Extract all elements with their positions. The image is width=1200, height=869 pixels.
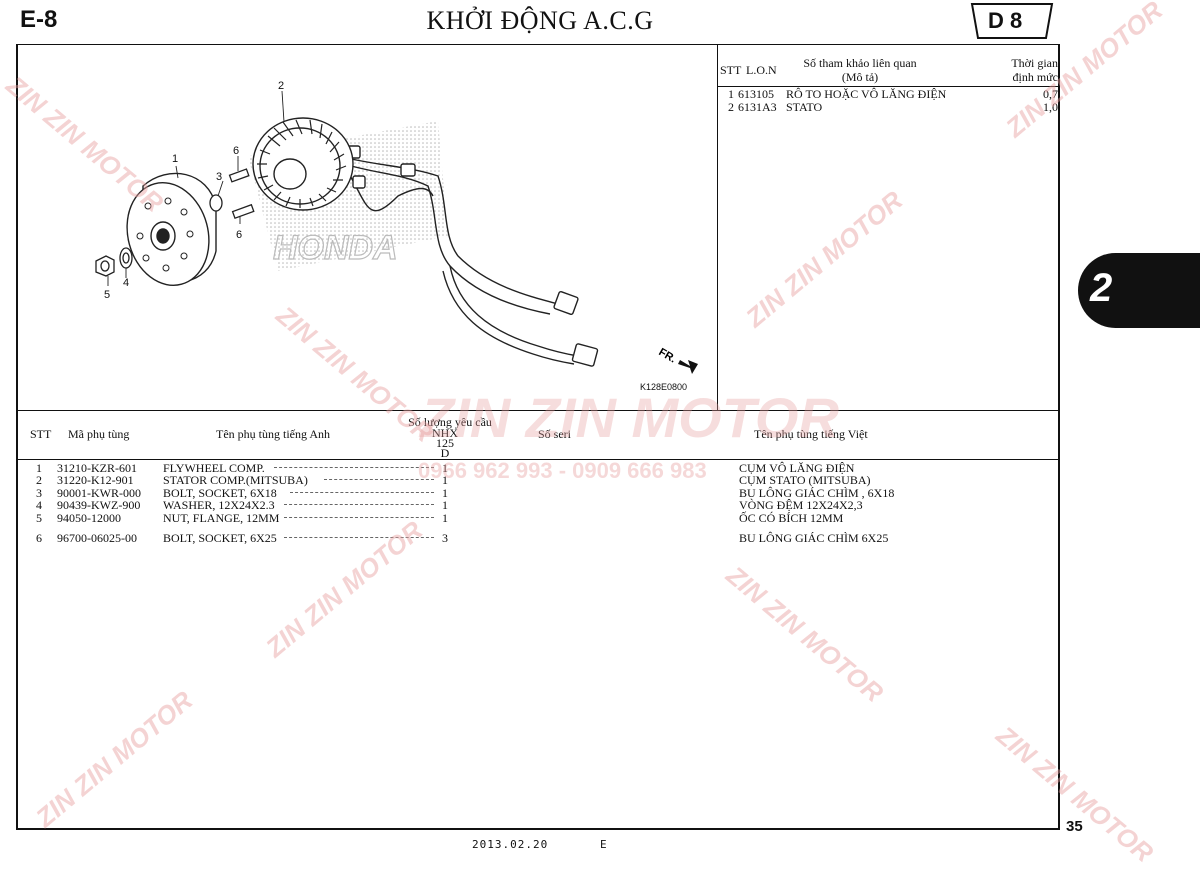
part-row-name-vi: VÒNG ĐỆM 12X24X2,3 <box>739 498 863 512</box>
part-row-number: 31210-KZR-601 <box>57 461 137 475</box>
part-row-number: 31220-K12-901 <box>57 473 134 487</box>
parts-header-qty-size: 125 <box>436 436 454 450</box>
part-row-qty: 1 <box>442 486 448 500</box>
leader-dash <box>284 537 434 538</box>
callout-number: 6 <box>236 229 242 241</box>
flywheel-icon <box>126 172 217 286</box>
parts-header-stt: STT <box>30 427 52 441</box>
part-row-number: 90001-KWR-000 <box>57 486 141 500</box>
part-row-number: 94050-12000 <box>57 511 121 525</box>
chapter-tab[interactable] <box>1078 253 1200 328</box>
part-row-stt: 2 <box>36 473 42 487</box>
ref-row-time: 0,7 <box>1043 87 1058 101</box>
footer-date: 2013.02.20 <box>472 838 549 851</box>
page-frame <box>16 44 1060 830</box>
divider <box>717 44 718 410</box>
part-row-stt: 6 <box>36 531 42 545</box>
ref-row-lon: 613105 <box>738 87 774 101</box>
leader-dash <box>324 479 434 480</box>
page-title: KHỞI ĐỘNG A.C.G <box>426 6 654 35</box>
ref-row-stt: 2 <box>728 100 734 114</box>
part-row-qty: 1 <box>442 498 448 512</box>
callout-number: 6 <box>233 145 239 157</box>
ref-row-desc: RÔ TO HOẶC VÔ LĂNG ĐIỆN <box>786 87 947 101</box>
parts-header-serial: Số seri <box>538 427 571 441</box>
ref-header-stt: STT <box>720 63 742 77</box>
part-row-qty: 1 <box>442 473 448 487</box>
part-row-name-vi: CỤM STATO (MITSUBA) <box>739 473 871 487</box>
wire-harness <box>337 155 579 365</box>
part-row-name-vi: BU LÔNG GIÁC CHÌM , 6X18 <box>739 486 895 500</box>
svg-text:FR.: FR. <box>657 346 678 365</box>
part-row-stt: 1 <box>36 461 42 475</box>
part-row-number: 96700-06025-00 <box>57 531 137 545</box>
parts-header-name-vi: Tên phụ tùng tiếng Việt <box>754 427 868 441</box>
parts-header-qty: Số lượng yêu cầu <box>408 415 492 429</box>
ref-header-divider <box>718 86 1059 87</box>
parts-header-name-en: Tên phụ tùng tiếng Anh <box>216 427 330 441</box>
leader-dash <box>284 517 434 518</box>
leader-dash <box>290 492 434 493</box>
callout-number: 3 <box>216 171 222 183</box>
part-row-stt: 3 <box>36 486 42 500</box>
part-row-name-en: STATOR COMP.(MITSUBA) <box>163 473 308 487</box>
ref-header-lon: L.O.N <box>746 63 777 77</box>
page-number: 35 <box>1066 818 1083 835</box>
part-row-name-vi: ỐC CÓ BÍCH 12MM <box>739 511 844 525</box>
parts-header-qty-model: NHX <box>432 426 458 440</box>
section-code-badge <box>970 3 1054 39</box>
ref-row-stt: 1 <box>728 87 734 101</box>
section-code: D 8 <box>988 8 1023 33</box>
part-row-name-en: BOLT, SOCKET, 6X25 <box>163 531 277 545</box>
bolt-icon <box>209 168 255 220</box>
ref-header-desc-sub: (Mô tả) <box>841 70 879 84</box>
ref-row-lon: 6131A3 <box>738 100 777 114</box>
leader-dash <box>274 467 434 468</box>
ref-row-time: 1,0 <box>1043 100 1058 114</box>
page-code: E-8 <box>20 6 58 33</box>
stator-icon <box>252 117 354 211</box>
exploded-parts-diagram: HONDA <box>95 80 698 392</box>
part-row-qty: 1 <box>442 461 448 475</box>
front-arrow-icon: FR. <box>657 346 698 374</box>
part-row-stt: 5 <box>36 511 42 525</box>
ref-header-desc: Số tham khảo liên quan <box>803 56 917 70</box>
part-row-name-en: NUT, FLANGE, 12MM <box>163 511 280 525</box>
background-logo: HONDA <box>273 229 398 267</box>
callout-number: 4 <box>123 277 129 289</box>
divider <box>16 410 1060 411</box>
part-row-name-en: FLYWHEEL COMP. <box>163 461 265 475</box>
washer-icon <box>119 247 133 269</box>
parts-header-qty-type: D <box>440 446 450 460</box>
part-row-qty: 1 <box>442 511 448 525</box>
nut-icon <box>95 255 115 277</box>
figure-code: K128E0800 <box>640 382 687 392</box>
ref-header-time: Thời gian <box>1011 56 1058 70</box>
callout-number: 2 <box>278 80 284 92</box>
part-row-name-en: BOLT, SOCKET, 6X18 <box>163 486 277 500</box>
parts-header-part-no: Mã phụ tùng <box>68 427 130 441</box>
part-row-name-vi: CỤM VÔ LĂNG ĐIỆN <box>739 461 855 475</box>
part-row-stt: 4 <box>36 498 42 512</box>
parts-header-divider <box>16 459 1060 460</box>
connector-icon <box>347 145 599 367</box>
part-row-qty: 3 <box>442 531 448 545</box>
part-row-name-en: WASHER, 12X24X2.3 <box>163 498 275 512</box>
part-row-number: 90439-KWZ-900 <box>57 498 141 512</box>
callout-number: 5 <box>104 289 110 301</box>
callout-number: 1 <box>172 153 178 165</box>
ref-header-time-sub: định mức <box>1012 70 1059 84</box>
ref-row-desc: STATO <box>786 100 823 114</box>
part-row-name-vi: BU LÔNG GIÁC CHÌM 6X25 <box>739 531 889 545</box>
chapter-tab-label: 2 <box>1090 266 1113 310</box>
leader-dash <box>284 504 434 505</box>
footer-code: E <box>600 838 607 851</box>
